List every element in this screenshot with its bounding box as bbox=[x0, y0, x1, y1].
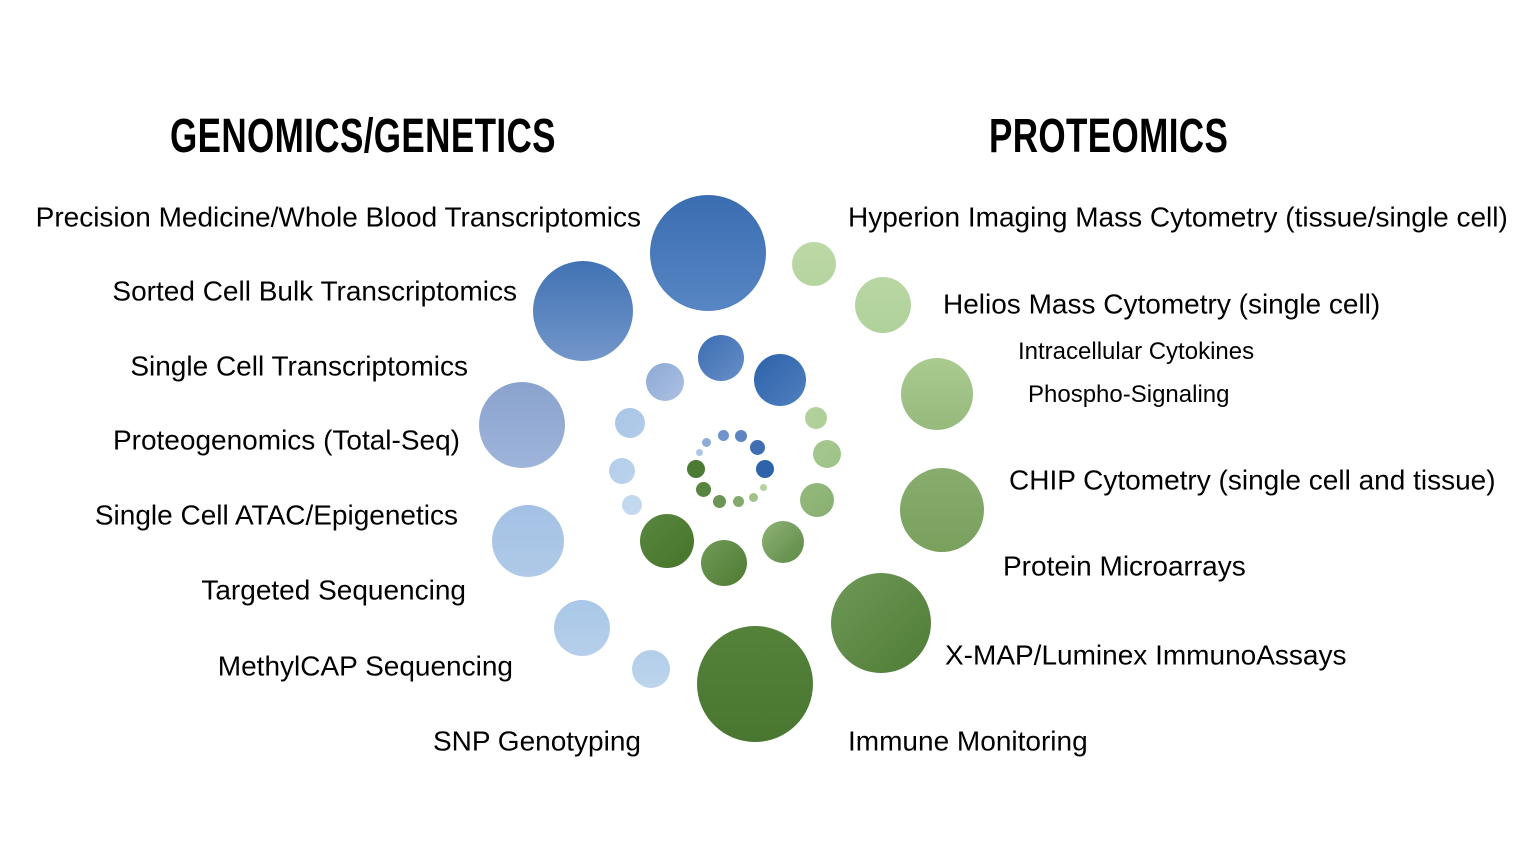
middle-green-bubble bbox=[813, 440, 841, 468]
middle-blue-bubble bbox=[609, 458, 635, 484]
outer-blue-bubble bbox=[650, 195, 766, 311]
middle-green-bubble bbox=[701, 540, 747, 586]
outer-green-bubble bbox=[855, 277, 911, 333]
inner-blue-dot bbox=[749, 439, 765, 455]
middle-blue-bubble bbox=[698, 335, 744, 381]
outer-green-bubble bbox=[900, 468, 984, 552]
middle-blue-bubble bbox=[646, 363, 684, 401]
outer-blue-bubble bbox=[632, 650, 670, 688]
outer-blue-bubble bbox=[554, 600, 610, 656]
genomics-label: Sorted Cell Bulk Transcriptomics bbox=[112, 275, 517, 307]
genomics-label: Single Cell Transcriptomics bbox=[130, 350, 468, 382]
genomics-heading: GENOMICS/GENETICS bbox=[170, 110, 556, 163]
middle-green-bubble bbox=[762, 521, 804, 563]
outer-green-bubble bbox=[792, 242, 836, 286]
inner-green-dot bbox=[687, 460, 705, 478]
proteomics-label: CHIP Cytometry (single cell and tissue) bbox=[1009, 464, 1496, 496]
middle-green-bubble bbox=[805, 407, 827, 429]
genomics-label: Targeted Sequencing bbox=[201, 574, 466, 606]
inner-green-dot bbox=[712, 494, 726, 508]
proteomics-label: X-MAP/Luminex ImmunoAssays bbox=[945, 639, 1347, 671]
outer-blue-bubble bbox=[479, 382, 565, 468]
inner-green-dot bbox=[695, 481, 711, 497]
genomics-label: MethylCAP Sequencing bbox=[217, 650, 513, 682]
inner-blue-dot bbox=[735, 430, 747, 442]
inner-blue-dot bbox=[717, 429, 729, 441]
genomics-label: Proteogenomics (Total-Seq) bbox=[112, 424, 460, 456]
middle-blue-bubble bbox=[615, 408, 645, 438]
inner-blue-dot bbox=[701, 437, 711, 447]
middle-blue-bubble bbox=[622, 495, 642, 515]
inner-blue-dot bbox=[695, 448, 703, 456]
outer-green-bubble bbox=[901, 358, 973, 430]
outer-green-bubble bbox=[831, 573, 931, 673]
inner-green-dot bbox=[748, 492, 758, 502]
middle-green-bubble bbox=[640, 514, 694, 568]
proteomics-label: Phospho-Signaling bbox=[1028, 380, 1230, 408]
genomics-label: Single Cell ATAC/Epigenetics bbox=[94, 499, 458, 531]
middle-blue-bubble bbox=[754, 354, 806, 406]
inner-blue-dot bbox=[756, 460, 774, 478]
genomics-label: SNP Genotyping bbox=[432, 725, 641, 757]
proteomics-label: Protein Microarrays bbox=[1003, 550, 1246, 582]
proteomics-label: Hyperion Imaging Mass Cytometry (tissue/… bbox=[848, 201, 1508, 233]
proteomics-heading: PROTEOMICS bbox=[989, 110, 1229, 163]
proteomics-label: Intracellular Cytokines bbox=[1018, 337, 1255, 365]
outer-blue-bubble bbox=[492, 505, 564, 577]
inner-green-dot bbox=[732, 495, 744, 507]
proteomics-label: Helios Mass Cytometry (single cell) bbox=[943, 288, 1381, 320]
outer-blue-bubble bbox=[533, 261, 633, 361]
inner-green-dot bbox=[759, 483, 767, 491]
genomics-label: Precision Medicine/Whole Blood Transcrip… bbox=[35, 201, 641, 233]
outer-green-bubble bbox=[697, 626, 813, 742]
middle-green-bubble bbox=[800, 483, 834, 517]
proteomics-label: Immune Monitoring bbox=[848, 725, 1088, 757]
